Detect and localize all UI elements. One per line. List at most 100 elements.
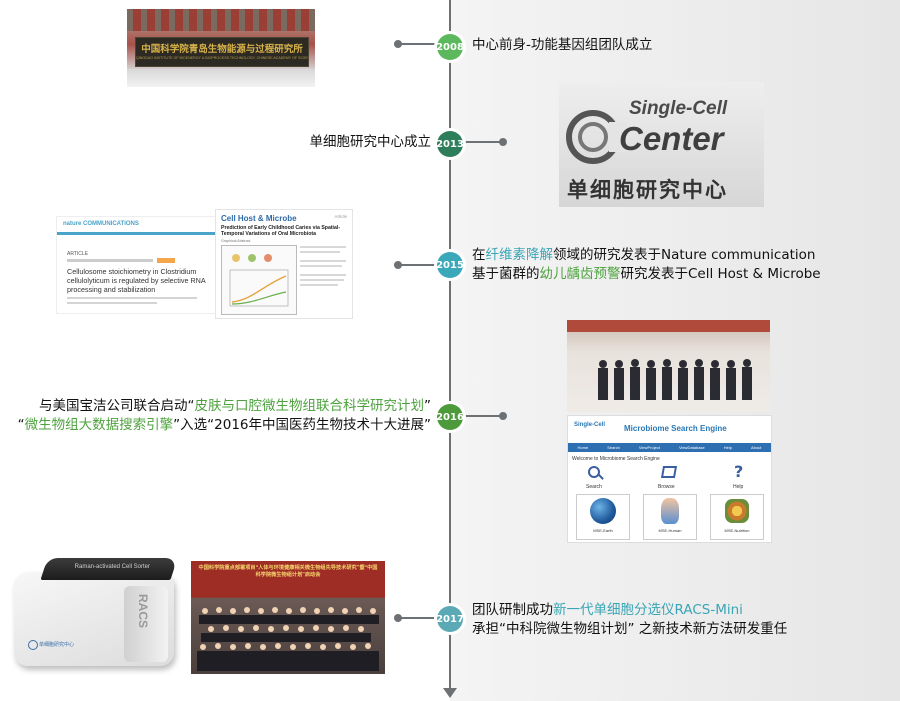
event-2015-text: 在纤维素降解领域的研究发表于Nature communication 基于菌群的… <box>472 246 821 284</box>
nc-title: Cellulosome stoichiometry in Clostridium… <box>67 267 206 294</box>
chm-text-line1 <box>300 246 346 248</box>
nc-meta-line <box>67 259 153 262</box>
chm-abstract-label: Graphical Abstract <box>221 239 251 243</box>
earth-icon <box>590 498 616 524</box>
year-marker-2017: 2017 <box>436 606 464 632</box>
mse-nav: Home Search ViewProject ViewDatabase Hel… <box>568 443 771 452</box>
nc-bar <box>57 232 215 235</box>
nc-authors-line2 <box>67 302 157 304</box>
connector-2016 <box>463 412 507 420</box>
highlight-racs-mini: 新一代单细胞分选仪RACS-Mini <box>553 602 743 618</box>
chm-figure <box>229 254 289 307</box>
mse-search-label: Search <box>586 484 602 490</box>
event-2016-line1: 与美国宝洁公司联合启动“皮肤与口腔微生物组联合科学研究计划” <box>39 398 431 414</box>
connector-2017 <box>394 614 438 622</box>
device-side-door: RACS <box>124 586 168 662</box>
mse-nav-help: Help <box>723 445 732 450</box>
microbiome-program-meeting-photo: 中国科学院重点部署项目“人体与环境健康相关微生物组先导技术研究”暨“中国科学院微… <box>191 561 385 674</box>
photo-banner <box>567 320 770 332</box>
mse-human-label: MSE-Human <box>658 528 682 533</box>
mse-help-icon: ? <box>734 462 744 481</box>
event-2013-text: 单细胞研究中心成立 <box>309 134 432 150</box>
year-marker-2015: 2015 <box>436 252 464 278</box>
mse-browse-label: Browse <box>658 484 675 490</box>
event-2008-text: 中心前身-功能基因组团队成立 <box>472 37 653 53</box>
nature-communications-article: nature COMMUNICATIONS ARTICLE Cellulosom… <box>56 216 216 314</box>
event-2016-line2: “微生物组大数据搜索引擎”入选“2016年中国医药生物技术十大进展” <box>17 417 431 433</box>
mse-browse-icon <box>660 466 678 478</box>
mse-human-tile: MSE-Human <box>643 494 697 540</box>
chm-text-line6 <box>300 279 344 281</box>
sign-text-cn: 中国科学院青岛生物能源与过程研究所 <box>141 44 303 55</box>
photo-snow-ground <box>127 69 315 87</box>
nc-open-badge <box>157 258 175 263</box>
human-icon <box>661 498 679 524</box>
nutrition-icon <box>725 499 749 523</box>
device-logo-icon <box>28 640 38 650</box>
microbiome-search-engine-screenshot: Single-Cell Microbiome Search Engine Hom… <box>567 415 772 543</box>
highlight-caries: 幼儿龋齿预警 <box>539 266 621 282</box>
chm-text-line3 <box>300 260 346 262</box>
device-logo-text: 单细胞研究中心 <box>39 642 75 648</box>
chm-graphical-abstract <box>221 245 297 315</box>
mse-welcome: Welcome to Microbiome Search Engine <box>572 456 660 462</box>
sign-text-en: QINGDAO INSTITUTE OF BIOENERGY & BIOPROC… <box>136 56 308 60</box>
event-2017-line2: 承担“中科院微生物组计划” 之新技术新方法研发重任 <box>472 621 788 637</box>
event-2016-text: 与美国宝洁公司联合启动“皮肤与口腔微生物组联合科学研究计划” “微生物组大数据搜… <box>18 397 431 435</box>
mse-title: Microbiome Search Engine <box>624 424 727 433</box>
nc-authors-line1 <box>67 297 197 299</box>
nc-brand: nature COMMUNICATIONS <box>63 221 139 227</box>
year-marker-2013: 2013 <box>436 131 464 157</box>
cell-host-microbe-article: Cell Host & Microbe Article Prediction o… <box>215 209 353 319</box>
mse-nav-search: Search <box>607 445 620 450</box>
connector-2015 <box>394 261 438 269</box>
year-marker-2008: 2008 <box>436 34 464 60</box>
scc-logo-mark <box>566 110 627 164</box>
timeline-axis <box>449 0 451 690</box>
mse-nutrition-label: MSE-Nutrition <box>724 528 750 533</box>
chm-text-line2 <box>300 251 340 253</box>
photo-people <box>598 359 752 400</box>
chm-title: Prediction of Early Childhood Caries via… <box>221 225 341 238</box>
meeting-banner-text: 中国科学院重点部署项目“人体与环境健康相关微生物组先导技术研究”暨“中国科学院微… <box>198 565 378 578</box>
mse-header: Single-Cell Microbiome Search Engine <box>568 416 771 442</box>
timeline-arrow <box>443 688 457 698</box>
connector-2013 <box>463 138 507 146</box>
year-marker-2016: 2016 <box>436 404 464 430</box>
highlight-cellulose: 纤维素降解 <box>485 247 554 263</box>
device-label: Raman-activated Cell Sorter <box>74 564 151 570</box>
chm-text-line7 <box>300 284 338 286</box>
nc-article-label: ARTICLE <box>67 251 89 257</box>
device-brand: RACS <box>136 594 150 629</box>
highlight-search-engine: 微生物组大数据搜索引擎 <box>24 417 174 433</box>
scc-logo-cn: 单细胞研究中心 <box>567 178 728 202</box>
mse-earth-label: MSE-Earth <box>593 528 613 533</box>
chm-text-line5 <box>300 274 346 276</box>
chm-journal: Cell Host & Microbe <box>221 214 297 223</box>
mse-search-icon-handle <box>598 474 604 480</box>
chm-label: Article <box>334 214 347 219</box>
joint-program-group-photo <box>567 320 770 412</box>
mse-nav-project: ViewProject <box>638 445 660 450</box>
racs-mini-device-photo: Raman-activated Cell Sorter RACS 单细胞研究中心 <box>8 548 184 676</box>
event-2015-line2: 基于菌群的幼儿龋齿预警研究发表于Cell Host & Microbe <box>472 266 821 282</box>
sign-board: 中国科学院青岛生物能源与过程研究所 QINGDAO INSTITUTE OF B… <box>135 37 309 67</box>
highlight-joint-program: 皮肤与口腔微生物组联合科学研究计划 <box>194 398 425 414</box>
mse-nav-database: ViewDatabase <box>678 445 705 450</box>
connector-2008 <box>394 40 438 48</box>
mse-logo: Single-Cell <box>574 422 606 428</box>
institute-sign-photo: 中国科学院青岛生物能源与过程研究所 QINGDAO INSTITUTE OF B… <box>127 9 315 87</box>
device-top-panel: Raman-activated Cell Sorter <box>40 558 178 580</box>
photo-building <box>127 9 315 31</box>
chm-text-line4 <box>300 265 342 267</box>
mse-nutrition-tile: MSE-Nutrition <box>710 494 764 540</box>
mse-search-icon <box>588 466 600 478</box>
mse-earth-tile: MSE-Earth <box>576 494 630 540</box>
mse-help-label: Help <box>733 484 744 490</box>
scc-logo-line1: Single-Cell <box>629 98 728 119</box>
event-2017-text: 团队研制成功新一代单细胞分选仪RACS-Mini 承担“中科院微生物组计划” 之… <box>472 601 787 639</box>
meeting-crowd <box>197 607 379 671</box>
event-2017-line1: 团队研制成功新一代单细胞分选仪RACS-Mini <box>472 602 743 618</box>
mse-nav-about: About <box>750 445 762 450</box>
mse-nav-home: Home <box>577 445 589 450</box>
